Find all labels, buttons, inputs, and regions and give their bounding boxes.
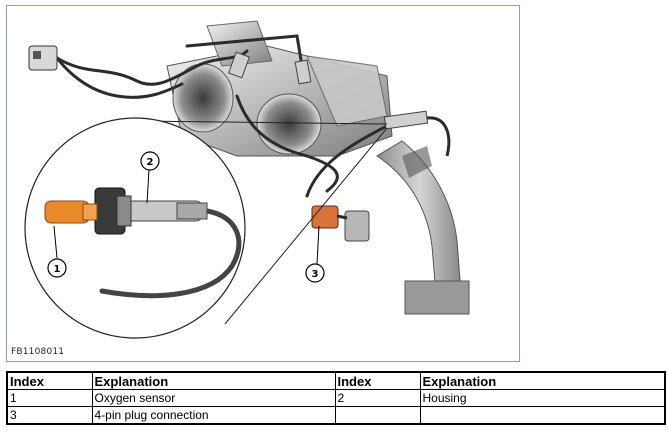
- connector-top-left: [28, 45, 58, 71]
- detail-magnifier: [24, 117, 246, 339]
- upstream-sensor: [228, 51, 312, 85]
- callout-2: 2: [140, 151, 160, 204]
- exhaust-downpipe: [376, 140, 470, 315]
- cell-index: 2: [334, 389, 421, 407]
- header-explanation-1: Explanation: [91, 371, 336, 390]
- callout-3-label: 3: [312, 269, 319, 280]
- callout-1: 1: [47, 225, 67, 278]
- exhaust-manifold-drawing: 1 2 3: [24, 20, 470, 339]
- mounted-oxygen-sensor: [383, 110, 451, 157]
- legend-table: Index Explanation Index Explanation 1 Ox…: [6, 371, 666, 425]
- callout-1-label: 1: [54, 264, 61, 275]
- cell-explanation: [419, 406, 666, 425]
- cell-explanation: Oxygen sensor: [91, 389, 336, 407]
- cell-explanation: 4-pin plug connection: [91, 406, 336, 425]
- table-row: 3 4-pin plug connection: [6, 406, 666, 425]
- header-explanation-2: Explanation: [419, 371, 666, 390]
- cell-index: [334, 406, 421, 425]
- technical-illustration: 1 2 3 FB1108011: [6, 5, 520, 362]
- cell-index: 1: [6, 389, 93, 407]
- legend-header-row: Index Explanation Index Explanation: [6, 371, 666, 390]
- callout-3: 3: [305, 225, 325, 283]
- table-row: 1 Oxygen sensor 2 Housing: [6, 389, 666, 407]
- cell-explanation: Housing: [419, 389, 666, 407]
- plug-connection: [311, 205, 370, 242]
- manifold-body: [166, 20, 393, 157]
- callout-2-label: 2: [147, 157, 154, 168]
- header-index-1: Index: [6, 371, 93, 390]
- detail-leader-lines: [136, 120, 388, 325]
- wiring-harness: [55, 34, 389, 198]
- figure-id: FB1108011: [11, 347, 65, 357]
- cell-index: 3: [6, 406, 93, 425]
- header-index-2: Index: [334, 371, 421, 390]
